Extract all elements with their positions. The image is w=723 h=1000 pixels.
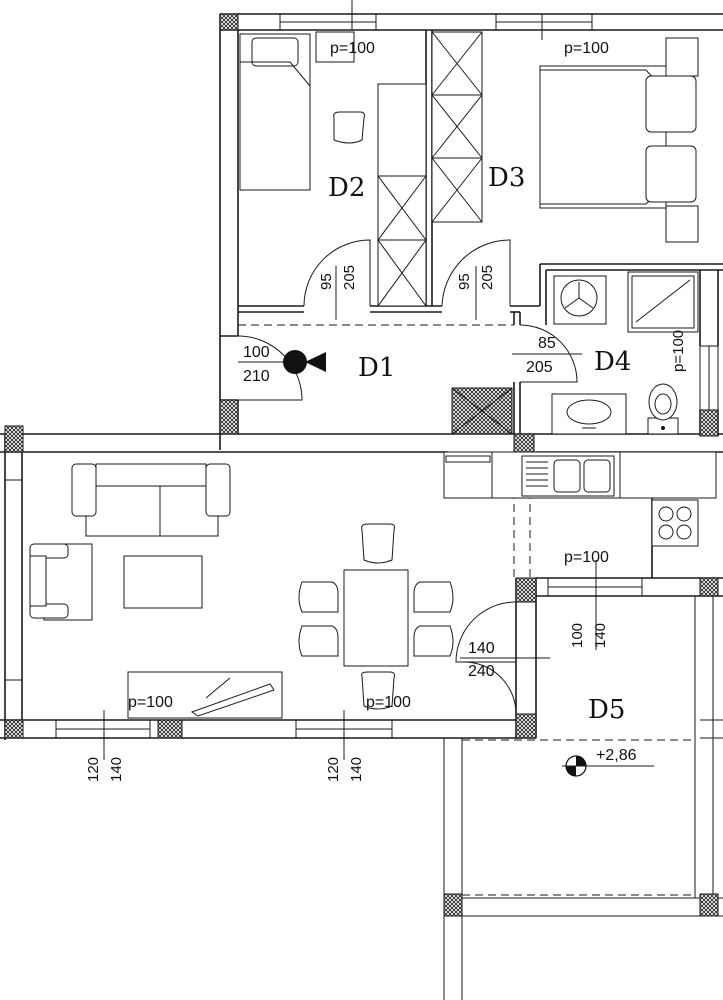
door-terrace-height: 240 [468, 663, 495, 680]
door-terrace-width: 140 [468, 640, 495, 657]
room-labels: D1 D2 D3 D4 D5 [328, 163, 631, 725]
window-labels: p=100 p=100 p=100 p=100 p=100 p=100 [128, 40, 687, 711]
chair-icon [298, 523, 454, 710]
window-label-living-right: p=100 [366, 694, 411, 711]
room-label-d5: D5 [588, 695, 625, 725]
window-label-d4: p=100 [670, 330, 687, 372]
sink-icon [521, 455, 615, 497]
nightstand [665, 37, 699, 77]
living-window-1-height: 140 [108, 757, 125, 782]
door-d3-height: 205 [479, 265, 496, 290]
bedroom-d3-furniture [431, 31, 699, 243]
door-entrance-width: 100 [243, 344, 270, 361]
table-icon [343, 569, 409, 667]
wardrobe-icon [431, 31, 483, 223]
toilet-icon [647, 383, 679, 435]
door-d3-width: 95 [456, 273, 473, 290]
door-d2-width: 95 [318, 273, 335, 290]
kitchen-furniture [443, 387, 717, 547]
sofa-icon [71, 463, 231, 537]
window-label-living-left: p=100 [128, 694, 173, 711]
terrace-window-height: 140 [592, 623, 609, 648]
living-room-furniture [29, 463, 454, 719]
terrace-window-width: 100 [569, 623, 586, 648]
bathroom-d4-furniture [551, 271, 699, 435]
window-label-d3: p=100 [564, 40, 609, 57]
room-label-d2: D2 [328, 173, 365, 203]
armchair-icon [29, 543, 93, 621]
stove-icon [651, 499, 699, 547]
bed-icon [539, 65, 697, 209]
door-d4-width: 85 [538, 335, 556, 352]
door-entrance-height: 210 [243, 368, 270, 385]
living-window-2-height: 140 [348, 757, 365, 782]
entrance-marker-icon [283, 350, 326, 374]
door-d2-height: 205 [341, 265, 358, 290]
window-label-d2: p=100 [330, 40, 375, 57]
living-window-2-width: 120 [325, 757, 342, 782]
shower-icon [627, 271, 699, 333]
elevation-label: +2,86 [596, 747, 637, 764]
room-label-d3: D3 [488, 163, 525, 193]
dimension-lines [103, 0, 597, 760]
chair-icon [333, 111, 365, 144]
bedroom-d2-furniture [239, 31, 427, 307]
washbasin-icon [551, 393, 627, 435]
door-d4-height: 205 [526, 359, 553, 376]
room-label-d1: D1 [358, 353, 395, 383]
washing-machine-icon [553, 275, 607, 325]
nightstand [665, 205, 699, 243]
window-label-kitchen: p=100 [564, 549, 609, 566]
windows-frames [4, 13, 719, 739]
room-label-d4: D4 [594, 347, 631, 377]
tv-unit [127, 671, 283, 719]
coffee-table [123, 555, 203, 609]
level-marker-icon [562, 755, 654, 777]
door-dimension-labels: 95 205 95 205 100 210 85 205 140 240 100… [85, 265, 609, 782]
living-window-1-width: 120 [85, 757, 102, 782]
nightstand [315, 31, 355, 63]
